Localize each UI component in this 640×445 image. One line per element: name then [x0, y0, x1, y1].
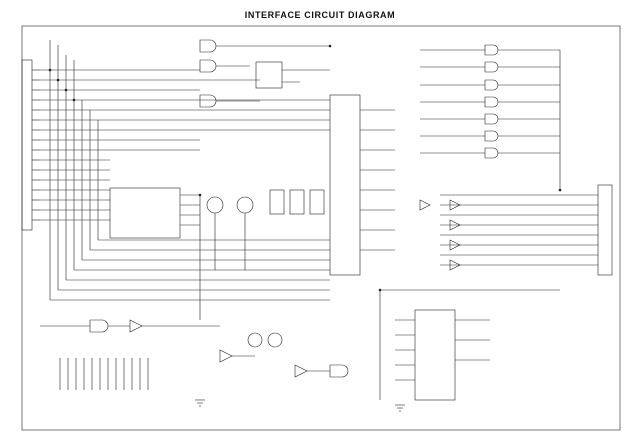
vertical-feeders	[49, 40, 330, 301]
bottom-ic	[379, 289, 560, 401]
schematic-border	[21, 25, 621, 431]
resistor-array	[59, 358, 149, 390]
interface-ic-left	[109, 187, 201, 320]
bottom-left-gates	[40, 319, 349, 378]
central-ic-strip	[329, 94, 395, 276]
diagram-title: INTERFACE CIRCUIT DIAGRAM	[244, 10, 396, 20]
right-gate-column	[420, 44, 561, 190]
buffer-triangles	[419, 199, 461, 271]
middle-gates	[206, 189, 325, 270]
top-gates	[199, 39, 330, 108]
ground-symbols	[195, 399, 405, 412]
printer-connector	[440, 184, 613, 276]
host-connector	[21, 59, 40, 231]
left-bus-lines	[40, 69, 330, 221]
junction-dots	[48, 44, 562, 292]
flip-flop-block	[255, 61, 330, 89]
